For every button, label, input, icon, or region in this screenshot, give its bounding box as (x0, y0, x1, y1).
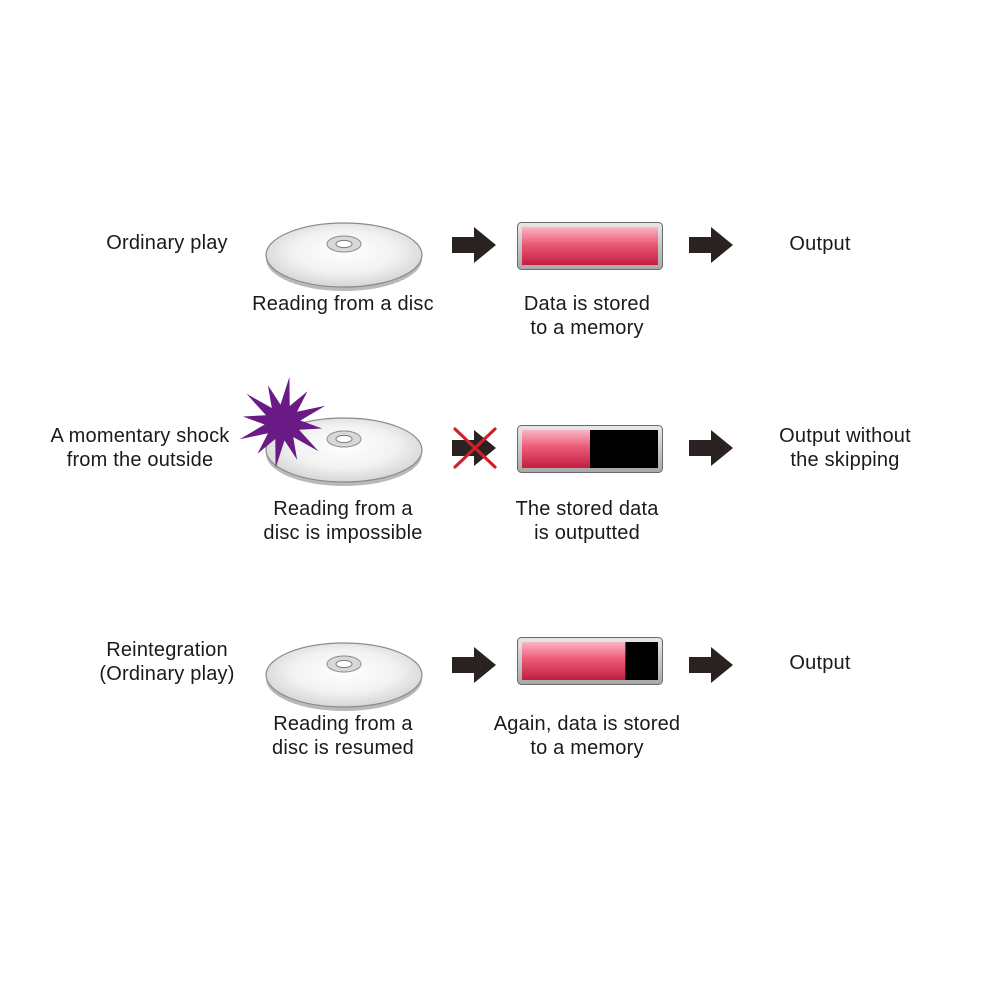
memory-fill-level (522, 430, 590, 468)
disc-caption: Reading from a disc (252, 293, 434, 315)
arrow-right-icon (689, 647, 733, 683)
memory-caption: Data is stored to a memory (523, 293, 651, 339)
memory-caption: Again, data is stored to a memory (493, 713, 681, 759)
shock-burst-icon (239, 377, 326, 468)
memory-buffer-icon (517, 637, 663, 685)
red-x-icon (453, 427, 497, 469)
row-label: Reintegration (Ordinary play) (99, 639, 235, 685)
arrow-right-icon (689, 227, 733, 263)
memory-buffer-icon (517, 222, 663, 270)
disc-icon (265, 642, 423, 711)
row-momentary-shock: A momentary shock from the outside Outpu… (0, 377, 1000, 580)
memory-buffer-icon (517, 425, 663, 473)
output-label: Output (789, 652, 851, 674)
disc-caption: Reading from a disc is impossible (263, 498, 423, 544)
arrow-right-icon (452, 647, 496, 683)
memory-fill-level (522, 642, 626, 680)
row-label: A momentary shock from the outside (50, 425, 230, 471)
row-reintegration: Reintegration (Ordinary play) Output Rea… (0, 615, 1000, 815)
disc-icon (265, 222, 423, 291)
disc-caption: Reading from a disc is resumed (272, 713, 414, 759)
memory-caption: The stored data is outputted (515, 498, 659, 544)
row-label: Ordinary play (106, 232, 228, 254)
arrow-right-icon (452, 227, 496, 263)
output-label: Output without the skipping (779, 425, 911, 471)
arrow-right-icon (689, 430, 733, 466)
row-ordinary-play: Ordinary play Output Reading from a disc… (0, 195, 1000, 395)
output-label: Output (789, 233, 851, 255)
memory-fill-level (522, 227, 658, 265)
